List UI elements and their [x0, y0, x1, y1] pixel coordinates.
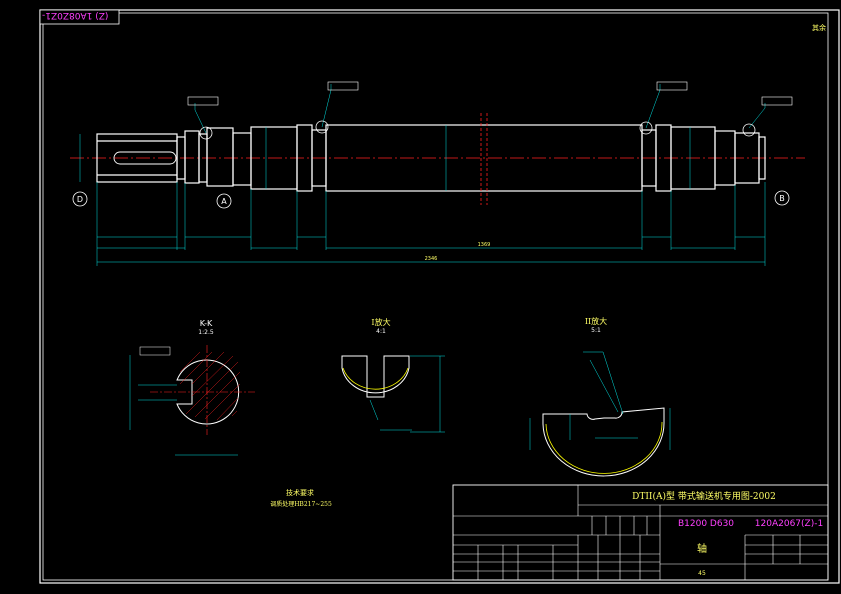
dimension-lines	[79, 84, 766, 266]
title-material: 45	[698, 570, 706, 577]
drawing-no-box	[39, 9, 120, 25]
tolerance-frames	[187, 81, 793, 106]
corner-note: 其余	[812, 23, 826, 32]
detail-i: I放大 4:1	[341, 317, 445, 433]
inner-border	[42, 12, 829, 581]
drawing-no-rotated: (Z) 1A08Z0Z1-	[42, 10, 108, 20]
title-block	[452, 484, 829, 581]
title-company: DTII(A)型 带式输送机专用图-2002	[632, 490, 776, 502]
datum-a-label: A	[221, 197, 227, 206]
section-kk-scale: 1:2.5	[198, 329, 214, 336]
title-drawing-no: 120A2067(Z)-1	[755, 519, 823, 529]
datum-left-circle	[72, 191, 88, 207]
middle-length-dim: 1369	[478, 242, 491, 248]
datum-a-circle	[216, 193, 232, 209]
datum-left-label: D	[77, 195, 83, 204]
tech-req-title: 技术要求	[286, 488, 314, 497]
title-part-name: 轴	[697, 542, 707, 555]
tech-req-line1: 调质处理HB217~255	[270, 500, 332, 508]
detail-i-title: I放大	[371, 317, 390, 327]
detail-i-scale: 4:1	[376, 328, 386, 335]
break-lines	[480, 113, 488, 205]
shaft-outline	[96, 124, 766, 192]
detail-ii-scale: 5:1	[591, 327, 601, 334]
title-spec: B1200 D630	[678, 519, 734, 529]
total-length-dim: 2346	[425, 256, 438, 262]
section-kk: K-K 1:2.5	[129, 319, 255, 456]
detail-ii: II放大 5:1	[529, 316, 671, 477]
datum-markers	[72, 120, 790, 209]
datum-right-circle	[774, 190, 790, 206]
detail-ii-title: II放大	[585, 316, 607, 326]
section-kk-title: K-K	[200, 319, 213, 328]
datum-right-label: B	[779, 194, 785, 203]
outer-border	[39, 9, 840, 584]
